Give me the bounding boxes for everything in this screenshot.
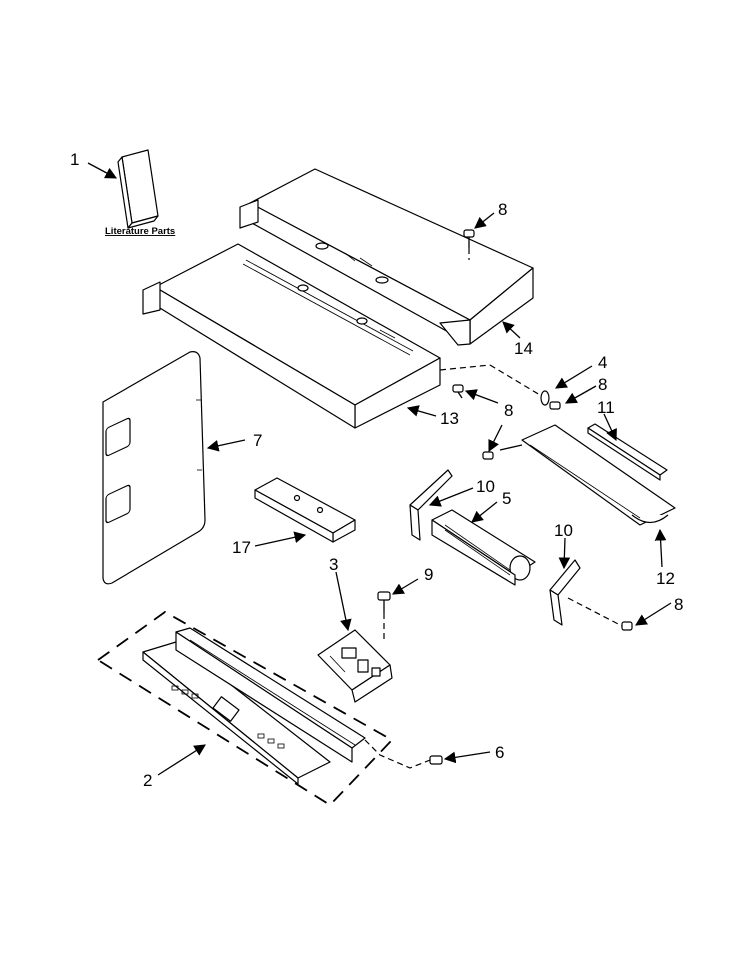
screw-9 bbox=[377, 591, 391, 642]
callout-6: 6 bbox=[495, 743, 504, 762]
bracket-12 bbox=[499, 424, 676, 526]
control-board bbox=[317, 629, 393, 703]
screw-8-right bbox=[549, 401, 561, 410]
literature-booklet bbox=[117, 149, 159, 229]
fan-blower bbox=[431, 509, 536, 586]
washer-4 bbox=[439, 364, 550, 406]
callout-10-right: 10 bbox=[554, 521, 573, 540]
control-panel bbox=[97, 610, 394, 807]
callout-14: 14 bbox=[514, 339, 533, 358]
callout-10-left: 10 bbox=[476, 477, 495, 496]
screw-8-lower bbox=[482, 451, 494, 460]
callout-12: 12 bbox=[656, 569, 675, 588]
bracket-10-right bbox=[549, 559, 581, 626]
literature-parts-label: Literature Parts bbox=[105, 226, 175, 237]
callout-11: 11 bbox=[597, 398, 615, 417]
callout-8-right: 8 bbox=[598, 375, 607, 394]
callouts: 1 8 14 4 8 8 13 11 7 10 5 17 10 3 9 12 8… bbox=[70, 150, 683, 790]
panel-buttons-left bbox=[171, 685, 199, 699]
callout-2: 2 bbox=[143, 771, 152, 790]
leader-lines bbox=[87, 162, 672, 776]
callout-3: 3 bbox=[329, 555, 338, 574]
top-panel-lower bbox=[142, 243, 441, 429]
bracket-10-left bbox=[409, 469, 453, 541]
callout-13: 13 bbox=[440, 409, 459, 428]
callout-8-bottom: 8 bbox=[674, 595, 683, 614]
bracket-17 bbox=[254, 477, 356, 543]
callout-17: 17 bbox=[232, 538, 251, 557]
screw-8-mid bbox=[452, 384, 464, 399]
panel-buttons-right bbox=[257, 733, 285, 749]
side-panel bbox=[102, 351, 206, 585]
callout-4: 4 bbox=[598, 353, 607, 372]
callout-8-top: 8 bbox=[498, 200, 507, 219]
callout-1: 1 bbox=[70, 150, 79, 169]
callout-8-mid: 8 bbox=[504, 401, 513, 420]
callout-5: 5 bbox=[502, 489, 511, 508]
screw-6 bbox=[364, 739, 443, 769]
callout-9: 9 bbox=[424, 565, 433, 584]
screw-8-top bbox=[463, 229, 475, 260]
screw-8-bottom bbox=[567, 597, 633, 631]
callout-7: 7 bbox=[253, 431, 262, 450]
top-panel-upper bbox=[239, 168, 534, 346]
